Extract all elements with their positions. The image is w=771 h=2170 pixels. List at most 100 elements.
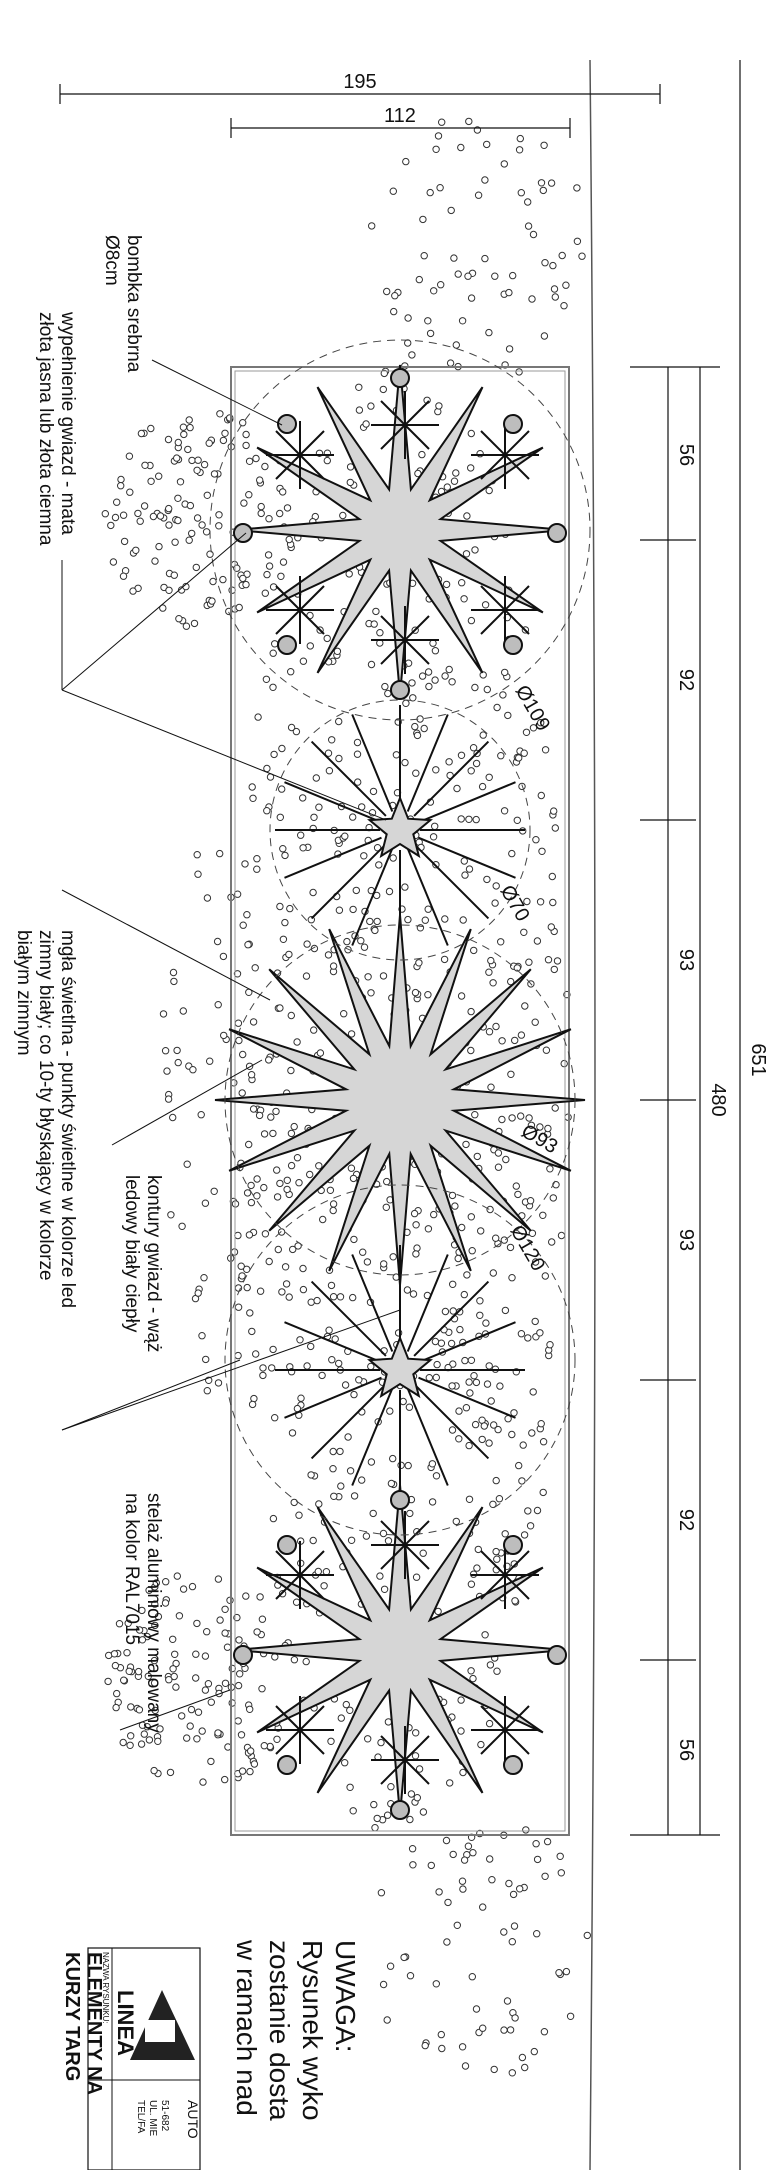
mist-dot [292, 1598, 301, 1606]
mist-dot [489, 1269, 497, 1277]
silver-bauble [277, 635, 297, 655]
mist-dot [117, 475, 125, 484]
mist-dot [223, 1643, 232, 1651]
mist-dot [250, 1760, 259, 1768]
mist-dot [329, 1200, 338, 1208]
mist-dot [415, 275, 423, 284]
mist-dot [389, 187, 397, 195]
mist-dot [315, 1500, 323, 1508]
asterisk-small [266, 1541, 334, 1609]
mist-dot [481, 601, 490, 609]
mist-dot [449, 1850, 457, 1859]
mist-dot [134, 1667, 143, 1676]
star-ray [351, 1254, 394, 1352]
mist-dot [263, 807, 271, 815]
mist-dot [179, 1585, 188, 1593]
mist-dot [452, 469, 460, 477]
mist-dot [583, 1931, 591, 1940]
mist-dot [185, 416, 193, 424]
mist-dot [327, 1281, 336, 1290]
mist-dot [287, 668, 295, 676]
mist-dot [239, 574, 247, 583]
mist-dot [265, 1257, 273, 1266]
mist-dot [243, 1283, 251, 1292]
mist-dot [381, 682, 389, 691]
mist-dot [264, 551, 273, 559]
star-ray [310, 740, 387, 817]
mist-dot [262, 675, 271, 683]
mist-dot [491, 899, 499, 907]
mist-dot [500, 1236, 508, 1244]
mist-dot [539, 1488, 547, 1497]
mist-dot [238, 1767, 247, 1775]
mist-dot [279, 935, 288, 943]
mist-dot [401, 362, 409, 370]
silver-bauble [233, 1645, 253, 1665]
mist-dot [362, 1532, 371, 1540]
mist-dot [508, 1938, 516, 1946]
mist-dot [371, 926, 379, 935]
mist-dot [392, 751, 401, 759]
mist-dot [431, 647, 440, 655]
mist-dot [432, 145, 440, 154]
label-bauble-line-1: bombka srebrna [123, 235, 144, 373]
mist-dot [248, 1327, 256, 1336]
mist-dot [451, 1202, 459, 1210]
mist-dot [383, 1177, 391, 1186]
asterisk-small [266, 421, 334, 489]
mist-dot [323, 634, 331, 643]
mist-dot [190, 619, 199, 628]
mist-dot [170, 1672, 178, 1681]
mist-dot [221, 1775, 229, 1784]
mist-dot [367, 989, 375, 997]
asterisk-ray [275, 1705, 325, 1755]
dim-segment-5: 92 [675, 1509, 697, 1531]
mist-dot [418, 672, 427, 680]
mist-dot [467, 1356, 476, 1365]
mist-dot [485, 1028, 494, 1036]
dimension-lines-top [59, 84, 661, 138]
mist-dot [467, 1007, 475, 1016]
asterisk-ray [480, 585, 530, 635]
diameter-circle-small [269, 699, 531, 961]
mist-dot [140, 1730, 149, 1738]
mist-dot [379, 385, 387, 394]
mist-dot [481, 254, 489, 263]
mist-dot [302, 972, 311, 980]
mist-dot [430, 287, 438, 295]
mist-dot [507, 977, 515, 986]
mist-dot [154, 1737, 162, 1746]
dim-segment-2: 92 [675, 669, 697, 691]
mist-dot [450, 254, 458, 262]
mist-dot [329, 1465, 337, 1473]
mist-dot [295, 1179, 303, 1187]
mist-dot [214, 1379, 223, 1387]
mist-dot [408, 1845, 417, 1853]
mist-dot [485, 486, 493, 495]
mist-dot [186, 501, 195, 510]
mist-dot [302, 1657, 310, 1666]
dim-frame-height: 480 [707, 1083, 729, 1116]
mist-dot [384, 1537, 393, 1545]
mist-dot [473, 1152, 481, 1161]
mist-dot [154, 1612, 163, 1621]
mist-dot [560, 302, 568, 310]
mist-dot [269, 1129, 277, 1138]
mist-dot [483, 875, 491, 884]
mist-dot [273, 1166, 281, 1174]
mist-dot [216, 1616, 224, 1624]
silver-bauble [503, 1535, 523, 1555]
star-ray [406, 1388, 449, 1486]
mist-dot [252, 454, 260, 463]
mist-dot [194, 1708, 203, 1716]
mist-dot [390, 307, 398, 316]
mist-dot [493, 1555, 501, 1563]
mist-dot [328, 736, 336, 744]
mist-dot [138, 1606, 146, 1615]
mist-dot [404, 339, 412, 347]
mist-dot [215, 522, 223, 530]
mist-dot [426, 329, 435, 338]
mist-dot [467, 767, 475, 775]
mist-dot [261, 1230, 270, 1238]
mist-dot [551, 824, 559, 832]
